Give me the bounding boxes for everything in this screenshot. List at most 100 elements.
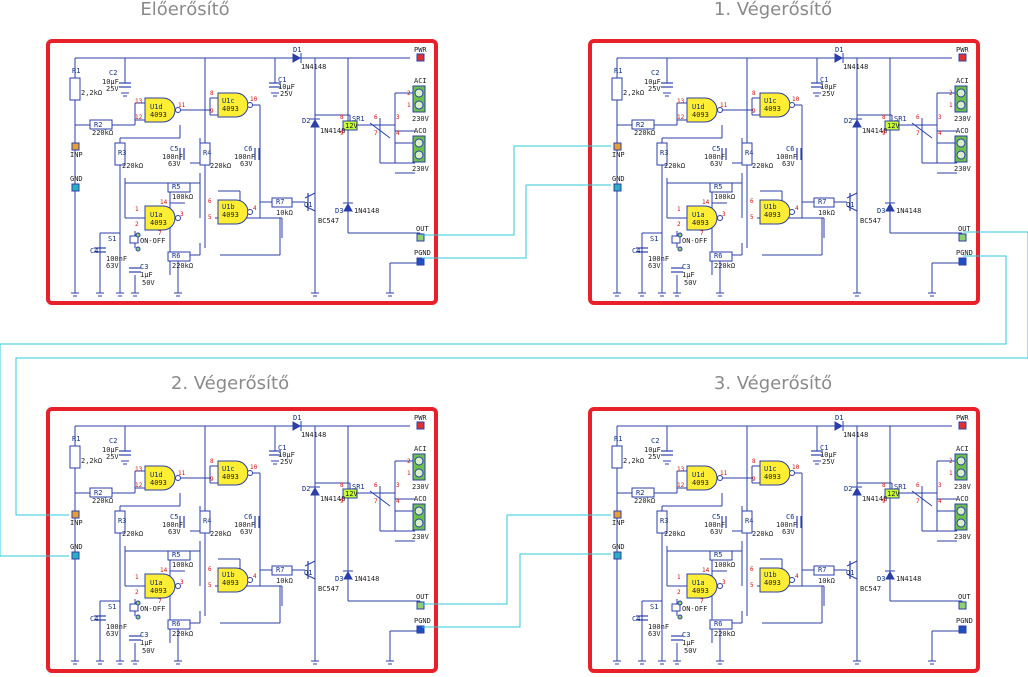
svg-text:9: 9 bbox=[340, 130, 344, 137]
svg-text:4093: 4093 bbox=[150, 111, 167, 119]
svg-text:C2: C2 bbox=[109, 69, 117, 77]
svg-text:25V: 25V bbox=[106, 85, 119, 93]
svg-text:2: 2 bbox=[949, 90, 953, 97]
svg-text:R1: R1 bbox=[614, 67, 622, 75]
svg-text:D1: D1 bbox=[835, 46, 843, 54]
svg-text:220kΩ: 220kΩ bbox=[714, 630, 735, 638]
svg-text:R6: R6 bbox=[714, 620, 722, 628]
svg-text:ACI: ACI bbox=[956, 77, 969, 85]
svg-text:3: 3 bbox=[938, 482, 942, 489]
svg-text:11: 11 bbox=[720, 470, 728, 477]
svg-text:C1: C1 bbox=[278, 444, 286, 452]
svg-text:8: 8 bbox=[882, 482, 886, 489]
svg-text:100kΩ: 100kΩ bbox=[714, 193, 735, 201]
svg-text:220kΩ: 220kΩ bbox=[122, 530, 143, 538]
svg-text:C4: C4 bbox=[632, 615, 640, 623]
svg-text:R2: R2 bbox=[94, 489, 102, 497]
svg-text:3: 3 bbox=[180, 579, 184, 586]
svg-text:1N4148: 1N4148 bbox=[862, 127, 887, 135]
svg-text:PGND: PGND bbox=[956, 617, 973, 625]
svg-text:U1a: U1a bbox=[692, 579, 705, 587]
svg-text:U1c: U1c bbox=[222, 465, 235, 473]
svg-text:25V: 25V bbox=[280, 90, 293, 98]
svg-text:12: 12 bbox=[135, 482, 143, 489]
svg-text:BC547: BC547 bbox=[860, 217, 881, 225]
svg-text:PWR: PWR bbox=[956, 46, 969, 54]
svg-text:1N4148: 1N4148 bbox=[354, 575, 379, 583]
svg-text:100nF: 100nF bbox=[162, 153, 183, 161]
svg-text:220kΩ: 220kΩ bbox=[92, 129, 113, 137]
svg-text:7: 7 bbox=[158, 598, 162, 605]
schematic: C2 10μF 25V R1 2,2kΩ R2 220kΩ U1d 4093 U… bbox=[611, 46, 973, 297]
svg-text:230V: 230V bbox=[412, 483, 430, 491]
svg-text:63V: 63V bbox=[168, 528, 181, 536]
svg-text:PGND: PGND bbox=[414, 249, 431, 257]
svg-text:U1b: U1b bbox=[222, 203, 235, 211]
svg-text:6: 6 bbox=[208, 198, 212, 205]
svg-text:12V: 12V bbox=[345, 490, 358, 498]
svg-text:220kΩ: 220kΩ bbox=[210, 162, 231, 170]
svg-text:C3: C3 bbox=[682, 263, 690, 271]
svg-text:3: 3 bbox=[722, 211, 726, 218]
svg-text:1N4148: 1N4148 bbox=[896, 575, 921, 583]
svg-text:13: 13 bbox=[677, 98, 685, 105]
svg-text:R2: R2 bbox=[636, 121, 644, 129]
svg-text:11: 11 bbox=[178, 470, 186, 477]
svg-text:4093: 4093 bbox=[150, 479, 167, 487]
svg-text:5: 5 bbox=[750, 582, 754, 589]
svg-text:4: 4 bbox=[938, 130, 942, 137]
svg-text:2: 2 bbox=[407, 458, 411, 465]
svg-text:1N4148: 1N4148 bbox=[843, 63, 868, 71]
svg-text:100nF: 100nF bbox=[106, 255, 127, 263]
svg-text:13: 13 bbox=[135, 98, 143, 105]
svg-text:PWR: PWR bbox=[414, 46, 427, 54]
svg-text:C6: C6 bbox=[786, 513, 794, 521]
svg-text:U1d: U1d bbox=[692, 471, 705, 479]
svg-text:4093: 4093 bbox=[764, 105, 781, 113]
svg-text:4093: 4093 bbox=[692, 587, 709, 595]
svg-text:2,2kΩ: 2,2kΩ bbox=[81, 457, 102, 465]
svg-text:4093: 4093 bbox=[150, 219, 167, 227]
svg-text:100kΩ: 100kΩ bbox=[714, 561, 735, 569]
svg-text:13: 13 bbox=[677, 466, 685, 473]
svg-text:2,2kΩ: 2,2kΩ bbox=[623, 457, 644, 465]
svg-text:R4: R4 bbox=[203, 149, 211, 157]
svg-text:C4: C4 bbox=[90, 247, 98, 255]
svg-text:100nF: 100nF bbox=[648, 623, 669, 631]
svg-text:1: 1 bbox=[407, 102, 411, 109]
svg-text:SR1: SR1 bbox=[352, 483, 365, 491]
svg-text:6: 6 bbox=[916, 482, 920, 489]
svg-text:10μF: 10μF bbox=[278, 451, 295, 459]
svg-text:100nF: 100nF bbox=[776, 153, 797, 161]
svg-text:63V: 63V bbox=[782, 528, 795, 536]
svg-text:100nF: 100nF bbox=[234, 521, 255, 529]
svg-text:100nF: 100nF bbox=[648, 255, 669, 263]
svg-text:1μF: 1μF bbox=[140, 271, 153, 279]
svg-text:U1a: U1a bbox=[692, 211, 705, 219]
svg-text:R1: R1 bbox=[614, 435, 622, 443]
svg-text:50V: 50V bbox=[142, 647, 155, 655]
svg-text:4093: 4093 bbox=[764, 211, 781, 219]
svg-text:230V: 230V bbox=[954, 165, 972, 173]
svg-text:63V: 63V bbox=[648, 630, 661, 638]
svg-text:4: 4 bbox=[795, 573, 799, 580]
svg-text:GND: GND bbox=[612, 175, 625, 183]
svg-text:100nF: 100nF bbox=[776, 521, 797, 529]
svg-text:10kΩ: 10kΩ bbox=[818, 209, 835, 217]
svg-text:4093: 4093 bbox=[222, 473, 239, 481]
svg-text:10: 10 bbox=[792, 96, 800, 103]
wire-s2-out-to-s3-inp bbox=[422, 514, 611, 605]
svg-text:10: 10 bbox=[250, 96, 258, 103]
svg-text:ON-OFF: ON-OFF bbox=[140, 237, 165, 245]
svg-text:ACO: ACO bbox=[956, 495, 969, 503]
wire-pre-out-to-s1-inp bbox=[422, 145, 611, 236]
svg-text:100nF: 100nF bbox=[162, 521, 183, 529]
svg-text:U1d: U1d bbox=[692, 103, 705, 111]
svg-text:Q1: Q1 bbox=[304, 569, 312, 577]
svg-text:6: 6 bbox=[374, 482, 378, 489]
svg-text:PWR: PWR bbox=[414, 414, 427, 422]
svg-text:63V: 63V bbox=[648, 262, 661, 270]
stage-title-s1: 1. Végerősítő bbox=[713, 0, 833, 20]
svg-text:4: 4 bbox=[253, 205, 257, 212]
svg-text:R7: R7 bbox=[818, 566, 826, 574]
